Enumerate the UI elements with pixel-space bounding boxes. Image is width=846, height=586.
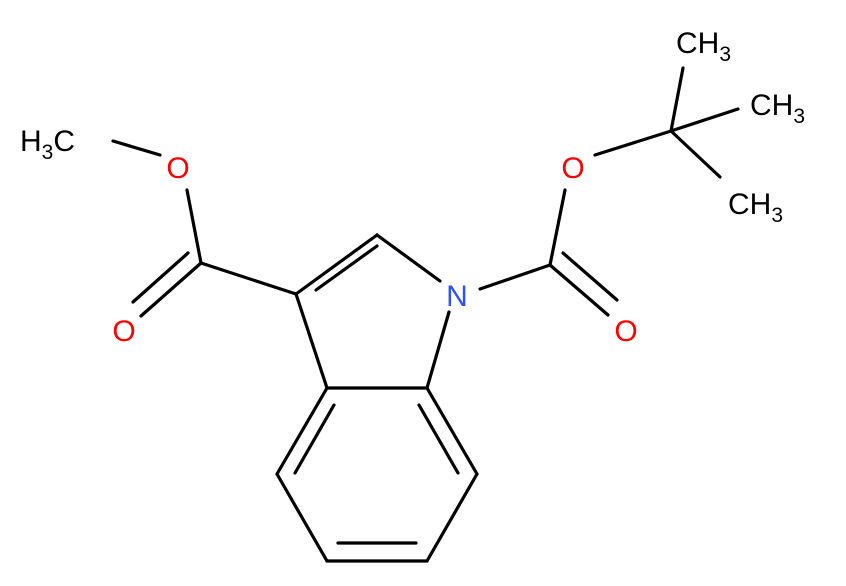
bond-cboc-o xyxy=(548,188,567,267)
bond-n1-cboc xyxy=(478,263,552,291)
bond-c7-c7a xyxy=(425,386,479,476)
bond-ccarbonyl-o-double-b xyxy=(131,251,190,304)
bond-cquat-me-top xyxy=(669,66,685,133)
methyl-top-label: CH3 xyxy=(676,27,731,66)
bond-cquat-me-bot xyxy=(669,129,722,179)
bond-c3a-c4-inner xyxy=(293,403,336,475)
bond-c2-n1 xyxy=(375,233,442,283)
bond-o-methyl xyxy=(111,139,162,157)
bond-c3-c2-inner xyxy=(314,244,379,292)
methyl-label: H3C xyxy=(20,125,75,164)
bond-cquat-me-mid xyxy=(669,107,740,133)
bond-ccarbonyl-o-double-a xyxy=(139,261,203,318)
bond-c3a-c4 xyxy=(275,386,329,476)
boc-carbonyl-oxygen-label: O xyxy=(614,315,637,348)
methyl-mid-label: CH3 xyxy=(750,89,805,128)
bond-c3-ccarbonyl xyxy=(199,261,298,296)
bond-cboc-o-double-a xyxy=(548,263,610,317)
bond-ccarbonyl-o xyxy=(185,188,203,265)
nitrogen-label: N xyxy=(446,280,468,313)
bond-c4-c5 xyxy=(275,472,329,563)
bond-o-cquat xyxy=(593,129,673,157)
bond-n1-c7a xyxy=(425,310,451,390)
ester-oxygen-label: O xyxy=(166,152,189,185)
bond-c7-c7a-inner xyxy=(417,403,460,475)
bond-c6-c7 xyxy=(425,472,479,563)
bond-c3-c2 xyxy=(294,233,379,296)
bond-cboc-o-double-b xyxy=(561,251,619,302)
bond-c3a-c3 xyxy=(294,292,329,390)
boc-oxygen-label: O xyxy=(561,152,584,185)
methyl-bottom-label: CH3 xyxy=(728,188,783,227)
ester-carbonyl-oxygen-label: O xyxy=(112,315,135,348)
